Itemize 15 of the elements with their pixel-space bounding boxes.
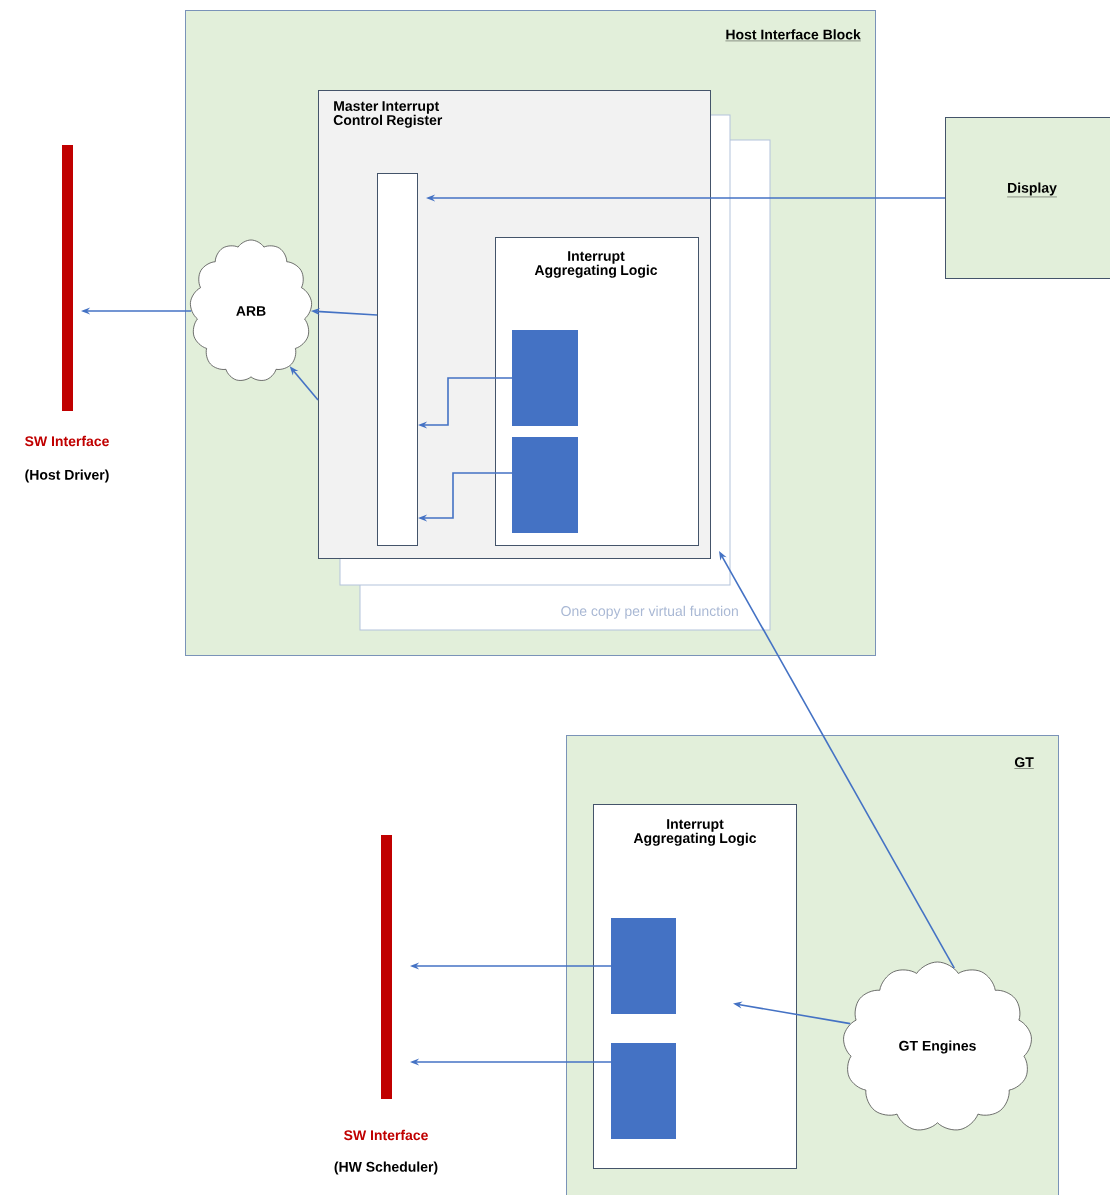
source-block [611, 918, 676, 1014]
source-block [512, 330, 578, 426]
node-label: SW Interface [344, 1129, 428, 1141]
node-label: (Host Driver) [25, 469, 109, 483]
interface-bar: SW Interface (Host Driver) [25, 145, 109, 483]
engines-cloud: GT Engines [843, 961, 1032, 1131]
arb-cloud: ARB [190, 239, 312, 381]
node-label: (HW Scheduler) [334, 1161, 438, 1175]
note: One copy per virtual function [561, 605, 738, 619]
display-box: Display [945, 117, 1110, 279]
register-bar [377, 173, 418, 546]
interface-bar: SW Interface (HW Scheduler) [334, 835, 438, 1175]
source-block [512, 437, 578, 533]
node-label: SW Interface [25, 435, 109, 447]
source-block [611, 1043, 676, 1139]
